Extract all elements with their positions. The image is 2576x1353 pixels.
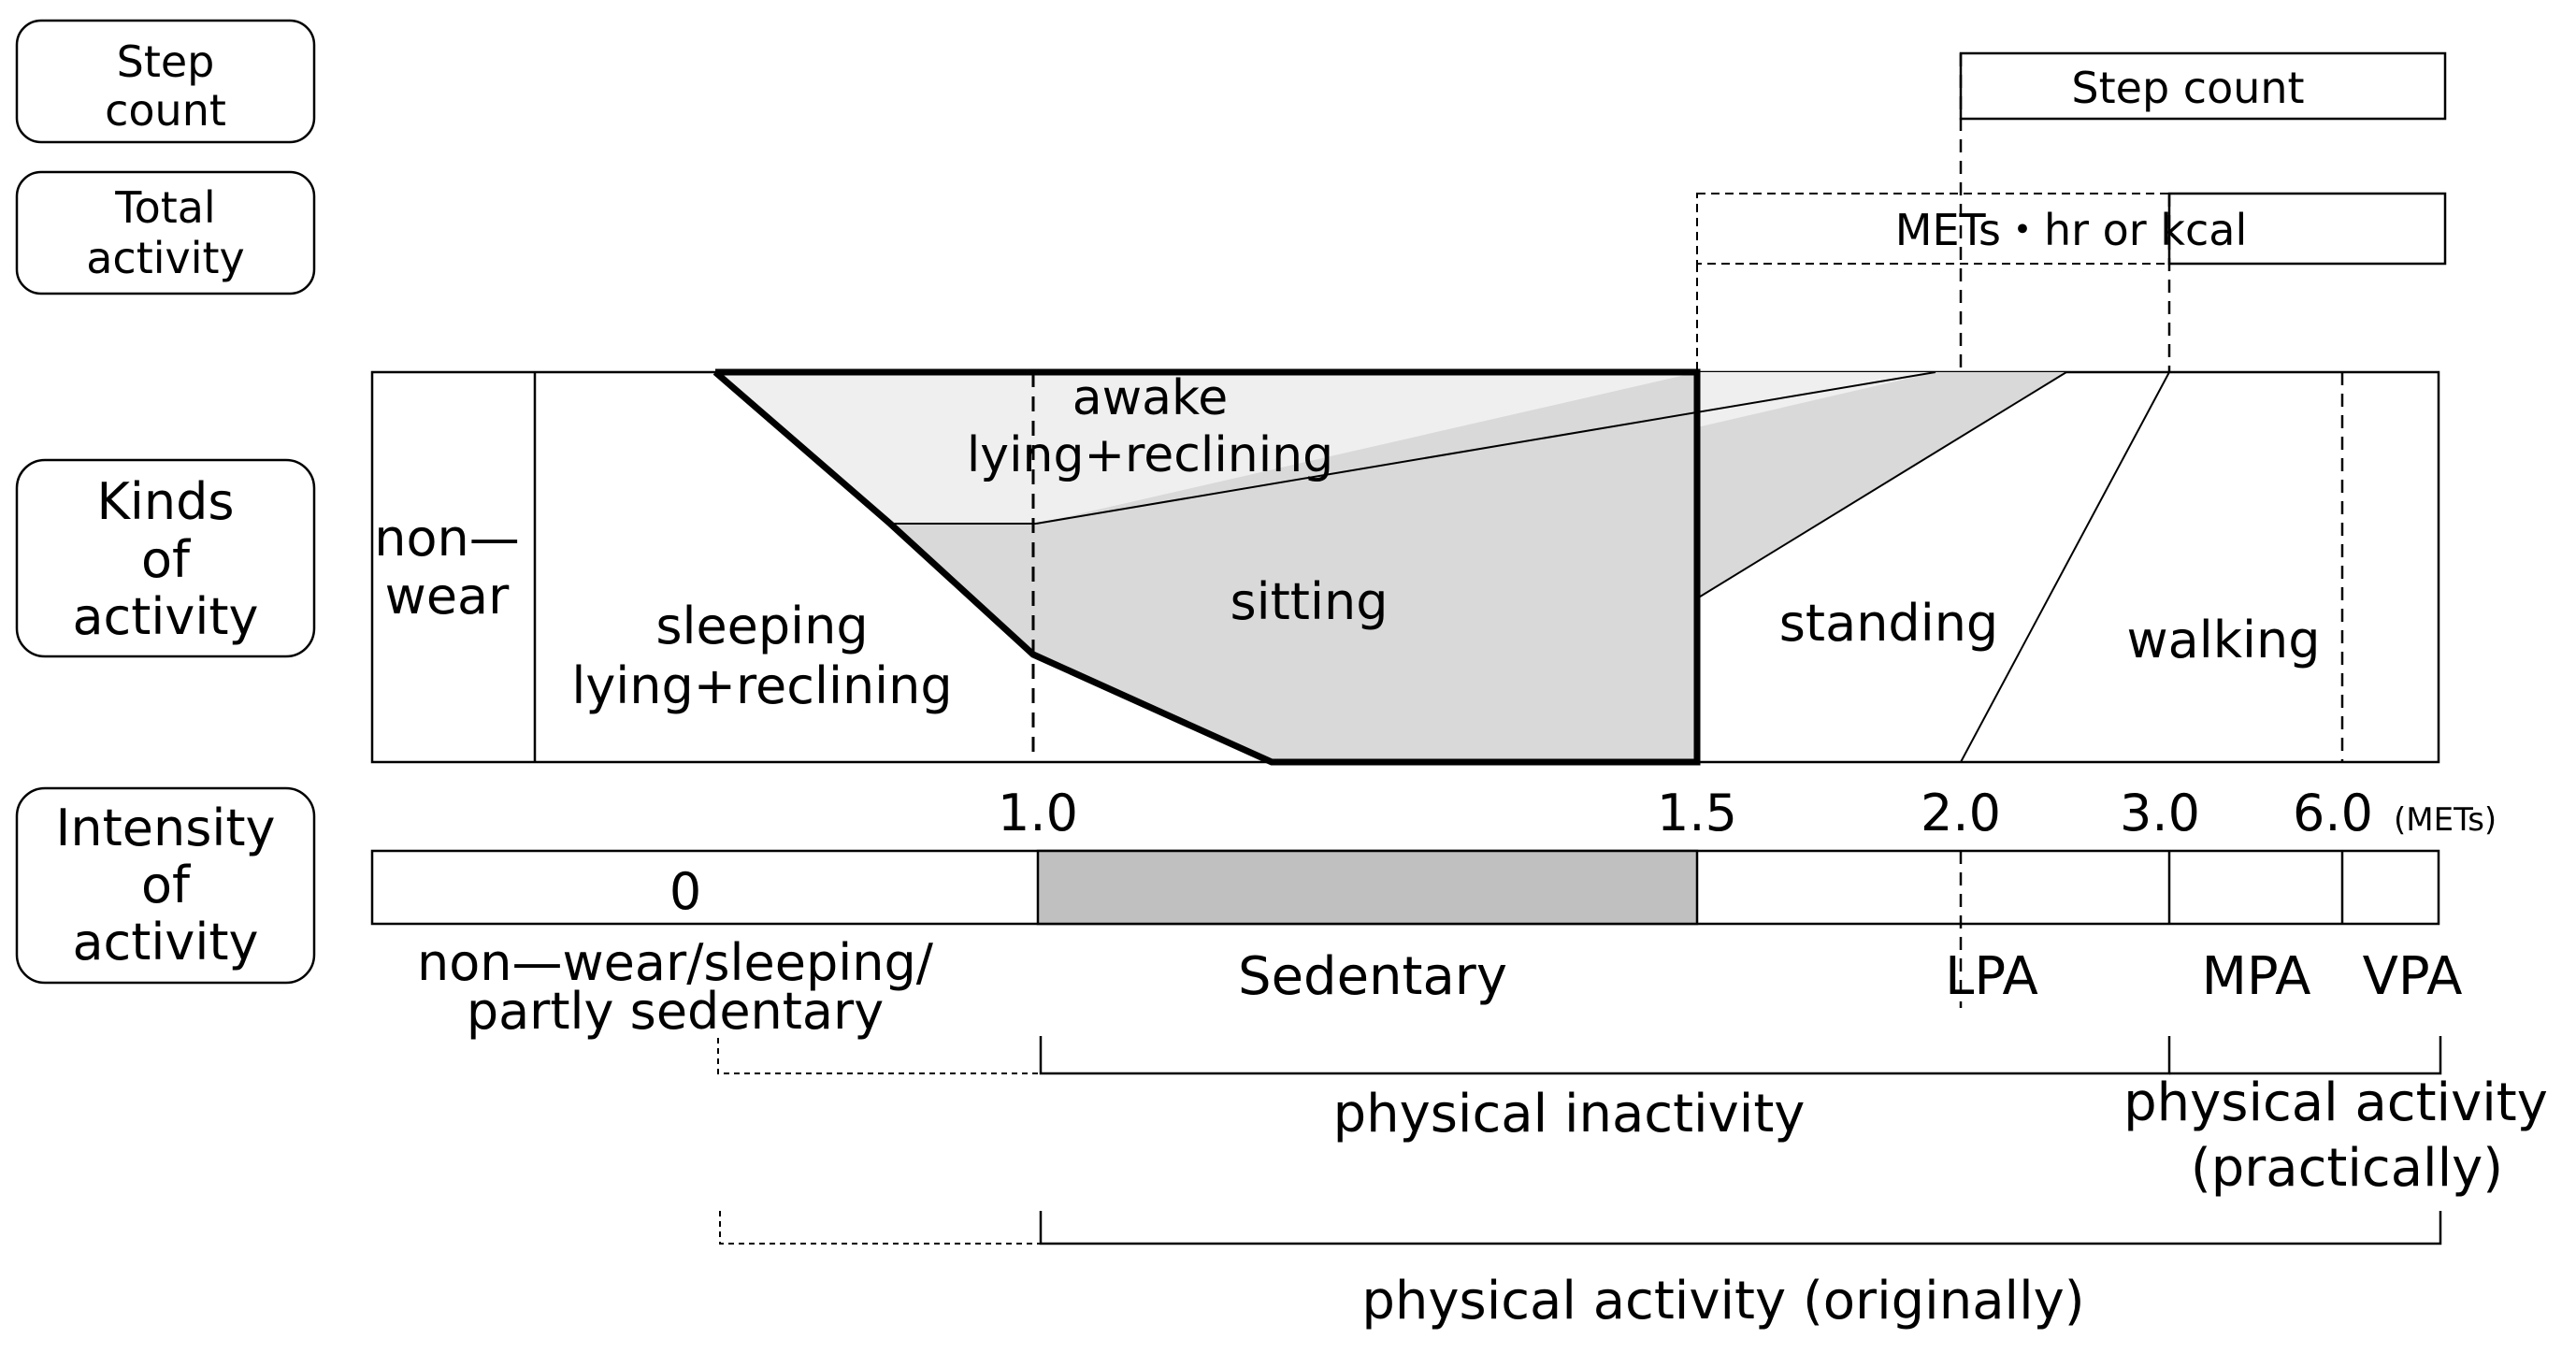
- row-label-step-count: Step count: [15, 19, 316, 144]
- row-label-kinds-line3: activity: [72, 587, 258, 646]
- step-count-label: Step count: [2071, 63, 2304, 113]
- awake-label-2: lying+reclining: [967, 427, 1333, 483]
- sitting-label: sitting: [1230, 572, 1389, 631]
- category-vpa: VPA: [2363, 946, 2463, 1007]
- tick-2-0: 2.0: [1921, 784, 2001, 842]
- intensity-bar: 0: [370, 849, 2440, 1008]
- row-label-total-activity-line2: activity: [86, 233, 245, 283]
- category-mpa: MPA: [2202, 946, 2311, 1007]
- row-label-kinds-line1: Kinds: [96, 472, 234, 531]
- tick-3-0: 3.0: [2120, 784, 2200, 842]
- intensity-categories: non—wear/sleeping/ partly sedentary Sede…: [417, 933, 2462, 1041]
- row-label-intensity-line2: of: [141, 856, 192, 914]
- kinds-of-activity-panel: non— wear awake lying+reclining sitting …: [370, 368, 2440, 766]
- awake-region: [715, 372, 1697, 524]
- row-label-intensity-line1: Intensity: [55, 799, 275, 857]
- category-sedentary: Sedentary: [1238, 946, 1507, 1007]
- row-label-step-count-line1: Step: [117, 36, 215, 87]
- sitting-region: [890, 372, 1697, 762]
- row-label-total-activity-line1: Total: [114, 182, 215, 233]
- non-wear-label-1: non—: [374, 509, 520, 568]
- step-count-box: Step count: [1959, 51, 2447, 121]
- walking-label: walking: [2126, 611, 2320, 669]
- row-label-total-activity: Total activity: [15, 170, 316, 295]
- physical-inactivity-bracket: physical inactivity physical activity (p…: [717, 1036, 2548, 1199]
- physical-inactivity-label: physical inactivity: [1333, 1084, 1806, 1144]
- row-label-kinds-of-activity: Kinds of activity: [15, 458, 316, 658]
- physical-activity-practical-line1: physical activity: [2123, 1072, 2548, 1133]
- category-nonwear-line2: partly sedentary: [467, 982, 884, 1041]
- non-wear-label-2: wear: [385, 567, 510, 626]
- row-label-intensity-line3: activity: [72, 913, 258, 972]
- row-label-kinds-line2: of: [141, 530, 192, 589]
- physical-activity-original-label: physical activity (originally): [1361, 1271, 2084, 1331]
- intensity-ticks: 1.0 1.5 2.0 3.0 6.0 (METs): [998, 784, 2497, 842]
- row-label-step-count-line2: count: [105, 85, 226, 136]
- sleeping-label-2: lying+reclining: [571, 656, 952, 715]
- category-lpa: LPA: [1945, 946, 2038, 1007]
- mets-unit-label: (METs): [2394, 801, 2497, 839]
- tick-1-0: 1.0: [998, 784, 1078, 842]
- sleeping-label-1: sleeping: [655, 597, 868, 655]
- tick-1-5: 1.5: [1657, 784, 1737, 842]
- tick-6-0: 6.0: [2293, 784, 2373, 842]
- physical-activity-original-bracket: physical activity (originally): [719, 1211, 2442, 1331]
- awake-wedge: [1697, 372, 1936, 427]
- zero-intensity-label: 0: [669, 862, 701, 921]
- awake-label-1: awake: [1072, 370, 1229, 426]
- category-nonwear-line1: non—wear/sleeping/: [417, 933, 934, 992]
- row-label-intensity-of-activity: Intensity of activity: [15, 786, 316, 985]
- total-activity-label: METs・hr or kcal: [1895, 205, 2247, 255]
- total-activity-box: METs・hr or kcal: [1696, 192, 2447, 266]
- sedentary-segment: [1036, 849, 1699, 926]
- physical-activity-practical-line2: (practically): [2191, 1138, 2503, 1199]
- standing-label: standing: [1779, 594, 1998, 653]
